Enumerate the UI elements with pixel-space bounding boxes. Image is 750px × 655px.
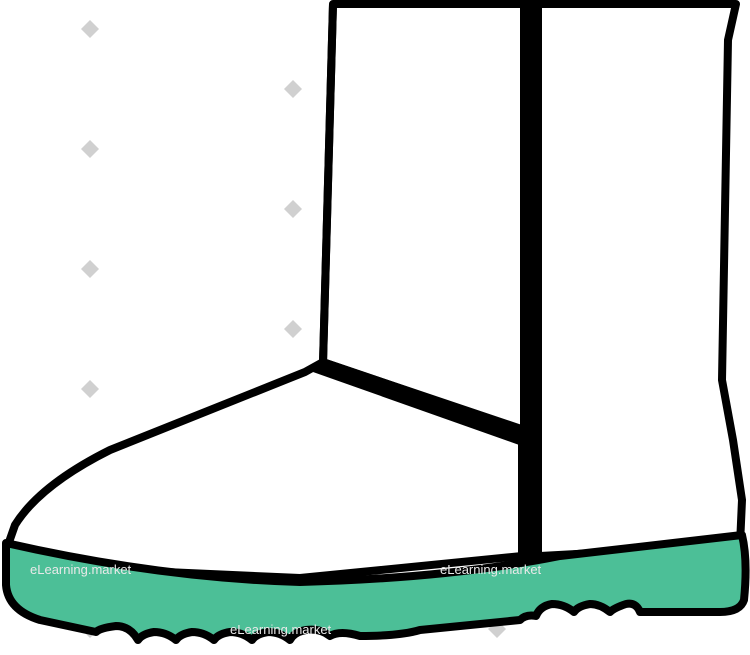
watermark-label: eLearning.market xyxy=(230,622,332,637)
boot-sole xyxy=(2,531,750,644)
watermark-diamond xyxy=(284,320,302,338)
watermark-text-layer: eLearning.market eLearning.market eLearnin… xyxy=(30,562,542,637)
watermark-label: eLearning.market xyxy=(440,562,542,577)
watermark-diamond xyxy=(81,380,99,398)
shaft-edge xyxy=(319,3,337,363)
watermark-diamond xyxy=(284,200,302,218)
watermark-diamond xyxy=(81,20,99,38)
watermark-diamond xyxy=(81,140,99,158)
watermark-diamond xyxy=(81,260,99,278)
watermark-diamond xyxy=(284,80,302,98)
vertical-seam xyxy=(520,4,542,556)
watermark-label: eLearning.market xyxy=(30,562,132,577)
ankle-seam xyxy=(313,358,522,446)
